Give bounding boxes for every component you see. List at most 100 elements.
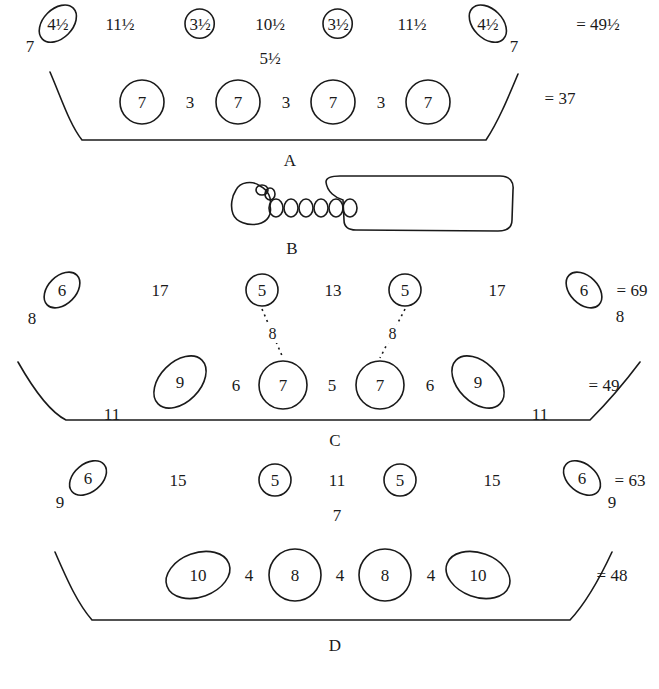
outline-shape — [246, 274, 278, 306]
measure-label: 11 — [532, 406, 548, 423]
measure-label: 4 — [427, 567, 436, 584]
measure-label: = 63 — [615, 472, 646, 489]
tooth-circle: 3½ — [184, 8, 215, 39]
measure-label: 6 — [232, 377, 241, 394]
outline-shape — [323, 9, 352, 38]
measure-number: 7 — [234, 94, 243, 111]
measure-number: 6 — [580, 282, 589, 299]
measure-number: 3½ — [189, 16, 210, 33]
tooth-ellipse: 6 — [560, 463, 604, 493]
outline-shape — [311, 80, 355, 124]
measure-label: = 49½ — [576, 16, 620, 33]
measure-number: 5 — [258, 282, 267, 299]
tooth-illustration — [232, 176, 514, 231]
measure-label: 7 — [510, 38, 519, 55]
outline-shape — [159, 543, 236, 607]
outline-shape — [384, 464, 416, 496]
measure-label: 15 — [484, 472, 501, 489]
measure-number: 6 — [58, 282, 67, 299]
measure-label: 9 — [56, 494, 65, 511]
tooth-ellipse: 10 — [164, 552, 232, 598]
measure-label: 17 — [152, 282, 169, 299]
measure-label: 5½ — [259, 50, 280, 67]
outline-shape — [389, 274, 421, 306]
measure-label: 11½ — [105, 16, 134, 33]
measure-number: 5 — [271, 472, 280, 489]
tooth-circle: 7 — [258, 360, 308, 410]
outline-shape — [359, 549, 411, 601]
measure-number: 5 — [396, 472, 405, 489]
measure-number: 4½ — [477, 16, 498, 33]
measure-label: 11½ — [397, 16, 426, 33]
measure-number: 7 — [329, 94, 338, 111]
measure-label: 8 — [28, 310, 37, 327]
distance-label: 8 — [267, 325, 279, 343]
measure-label: 5 — [328, 377, 337, 394]
tooth-ellipse: 4½ — [35, 8, 81, 39]
figure-letter: B — [286, 240, 297, 257]
measure-label: 4 — [336, 567, 345, 584]
measure-label: 10½ — [255, 16, 285, 33]
measure-number: 9 — [474, 374, 483, 391]
outline-shape — [259, 464, 291, 496]
tooth-circle: 7 — [355, 360, 405, 410]
measure-label: 4 — [245, 567, 254, 584]
measure-number: 8 — [381, 567, 390, 584]
measure-label: 7 — [26, 38, 35, 55]
outline-shape — [216, 80, 260, 124]
outline-shape — [462, 0, 514, 50]
measure-label: 15 — [170, 472, 187, 489]
tooth-ellipse: 10 — [444, 552, 512, 598]
tooth-circle: 5 — [258, 463, 292, 497]
measure-label: 11 — [329, 472, 345, 489]
tooth-circle: 8 — [268, 548, 322, 602]
measure-number: 6 — [578, 470, 587, 487]
outline-shape — [406, 80, 450, 124]
outline-shape — [144, 346, 216, 418]
outline-shape — [356, 361, 404, 409]
measure-number: 10 — [190, 567, 207, 584]
measure-number: 6 — [84, 470, 93, 487]
outline-shape — [185, 9, 214, 38]
tooth-ellipse: 6 — [40, 275, 84, 305]
measure-number: 5 — [401, 282, 410, 299]
measure-label: 11 — [104, 406, 120, 423]
measure-number: 10 — [470, 567, 487, 584]
dotted-connector — [380, 309, 405, 358]
measure-label: = 37 — [545, 90, 576, 107]
measure-label: 9 — [608, 494, 617, 511]
tooth-circle: 5 — [383, 463, 417, 497]
tooth-ellipse: 9 — [446, 361, 510, 403]
dotted-connector — [262, 309, 283, 358]
outline-shape — [63, 454, 113, 502]
measure-number: 7 — [138, 94, 147, 111]
tooth-ellipse: 6 — [562, 275, 606, 305]
measure-label: = 69 — [617, 282, 648, 299]
figure-letter: C — [329, 432, 340, 449]
measure-label: = 49 — [589, 377, 620, 394]
measure-label: 8 — [616, 308, 625, 325]
arch-outline — [50, 72, 518, 140]
measure-number: 7 — [376, 377, 385, 394]
tooth-circle: 3½ — [322, 8, 353, 39]
tooth-circle: 5 — [388, 273, 422, 307]
figure-letter: A — [284, 152, 296, 169]
measure-label: = 48 — [597, 567, 628, 584]
measure-label: 3 — [377, 94, 386, 111]
measure-number: 4½ — [47, 16, 68, 33]
figure-letter: D — [329, 637, 341, 654]
tooth-circle: 7 — [119, 79, 165, 125]
outline-shape — [559, 265, 608, 314]
outline-shape — [37, 265, 86, 314]
measure-label: 6 — [426, 377, 435, 394]
outline-shape — [120, 80, 164, 124]
tooth-ellipse: 9 — [148, 361, 212, 403]
tooth-ellipse: 6 — [66, 463, 110, 493]
measure-label: 7 — [333, 507, 342, 524]
measure-number: 9 — [176, 374, 185, 391]
measure-label: 13 — [325, 282, 342, 299]
tooth-circle: 7 — [310, 79, 356, 125]
arch-outline — [55, 552, 612, 620]
outline-shape — [259, 361, 307, 409]
measure-label: 3 — [186, 94, 195, 111]
